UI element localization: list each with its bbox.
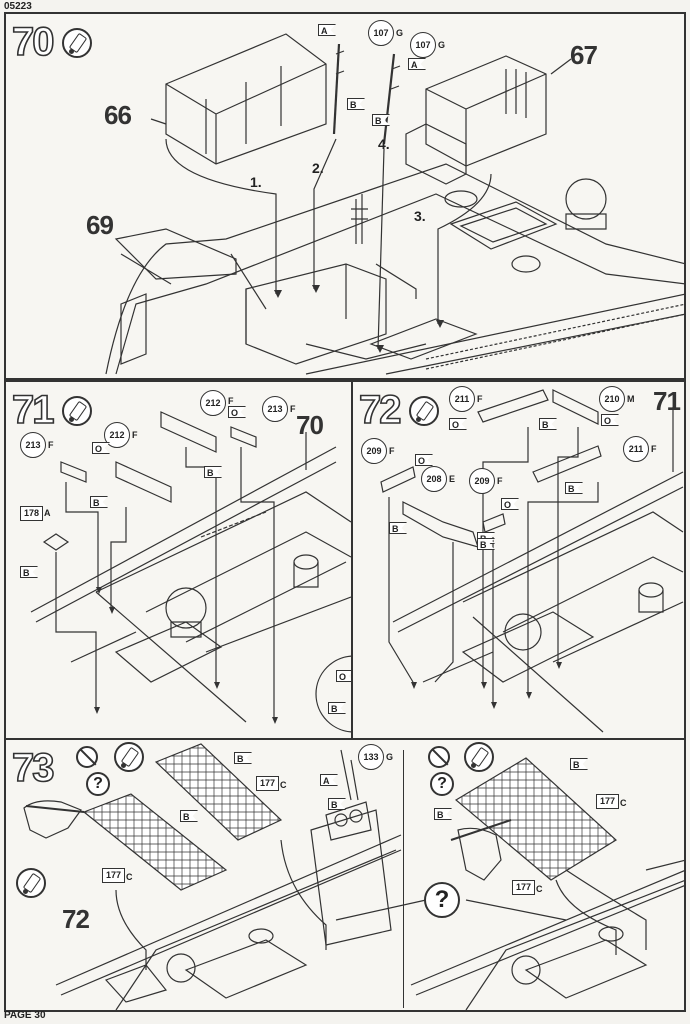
glue-icon	[16, 868, 46, 898]
sprue-label: E	[449, 474, 456, 484]
glue-icon	[62, 396, 92, 426]
step-70-panel: 70	[4, 12, 686, 380]
step-71-panel: 71	[4, 380, 353, 740]
sprue-label: C	[620, 798, 627, 808]
sprue-label: F	[290, 404, 296, 414]
glue-icon	[409, 396, 439, 426]
step-72-panel: 72	[351, 380, 686, 740]
part-213-circle: 213	[262, 396, 288, 422]
sprue-label: F	[477, 394, 483, 404]
callout-71: 71	[653, 386, 681, 416]
part-212-circle: 212	[200, 390, 226, 416]
attachment-flag: O	[449, 418, 467, 430]
attachment-flag: O	[228, 406, 246, 418]
callout-70: 70	[296, 410, 324, 440]
sprue-label: M	[627, 394, 635, 404]
step-71-drawing	[30, 411, 351, 733]
part-107-circle: 107	[410, 32, 436, 58]
step-number: 71	[11, 388, 55, 432]
sprue-label: A	[44, 508, 51, 518]
part-211-circle: 211	[449, 386, 475, 412]
part-177-box: 177	[256, 776, 280, 791]
help-icon: ?	[424, 882, 460, 918]
step-73-drawing	[23, 743, 684, 1010]
no-paint-icon	[76, 746, 98, 768]
part-208-circle: 208	[421, 466, 447, 492]
attachment-flag: B	[234, 752, 252, 764]
sequence-4: 4.	[378, 136, 390, 152]
step-70-drawing	[105, 33, 684, 375]
sprue-label: G	[438, 40, 446, 50]
sprue-label: F	[48, 440, 54, 450]
part-211-circle: 211	[623, 436, 649, 462]
part-177-box: 177	[512, 880, 536, 895]
part-209-circle: 209	[361, 438, 387, 464]
callout-72: 72	[62, 904, 90, 934]
sprue-label: F	[228, 396, 234, 406]
part-209-circle: 209	[469, 468, 495, 494]
sequence-3: 3.	[414, 208, 426, 224]
part-177-box: 177	[102, 868, 126, 883]
step-73-panel: 73 ? ?	[4, 738, 686, 1012]
divider	[403, 750, 404, 1008]
sprue-label: C	[536, 884, 543, 894]
glue-icon	[114, 742, 144, 772]
sprue-label: C	[280, 780, 287, 790]
sequence-1: 1.	[250, 174, 262, 190]
glue-icon	[62, 28, 92, 58]
no-paint-icon	[428, 746, 450, 768]
sprue-label: F	[497, 476, 503, 486]
sprue-label: F	[132, 430, 138, 440]
attachment-flag: B	[539, 418, 557, 430]
attachment-flag: B	[328, 702, 346, 714]
help-icon: ?	[430, 772, 454, 796]
part-177-box: 177	[596, 794, 620, 809]
attachment-flag: O	[92, 442, 110, 454]
step-number: 70	[11, 20, 55, 64]
part-107-circle: 107	[368, 20, 394, 46]
sprue-label: F	[389, 446, 395, 456]
callout-66: 66	[104, 100, 132, 130]
help-icon: ?	[86, 772, 110, 796]
step-number: 73	[11, 746, 55, 790]
sprue-label: C	[126, 872, 133, 882]
callout-67: 67	[570, 40, 598, 70]
sequence-2: 2.	[312, 160, 324, 176]
step-72-drawing	[380, 389, 684, 733]
sprue-label: G	[386, 752, 394, 762]
part-133-circle: 133	[358, 744, 384, 770]
part-178-box: 178	[20, 506, 44, 521]
attachment-flag: O	[336, 670, 351, 682]
document-code: 05223	[4, 1, 32, 12]
sprue-label: F	[651, 444, 657, 454]
sprue-label: G	[396, 28, 404, 38]
callout-69: 69	[86, 210, 114, 240]
step-number: 72	[358, 388, 402, 432]
glue-icon	[464, 742, 494, 772]
part-213-circle: 213	[20, 432, 46, 458]
part-210-circle: 210	[599, 386, 625, 412]
attachment-flag: B	[20, 566, 38, 578]
page-number: PAGE 30	[4, 1010, 46, 1021]
